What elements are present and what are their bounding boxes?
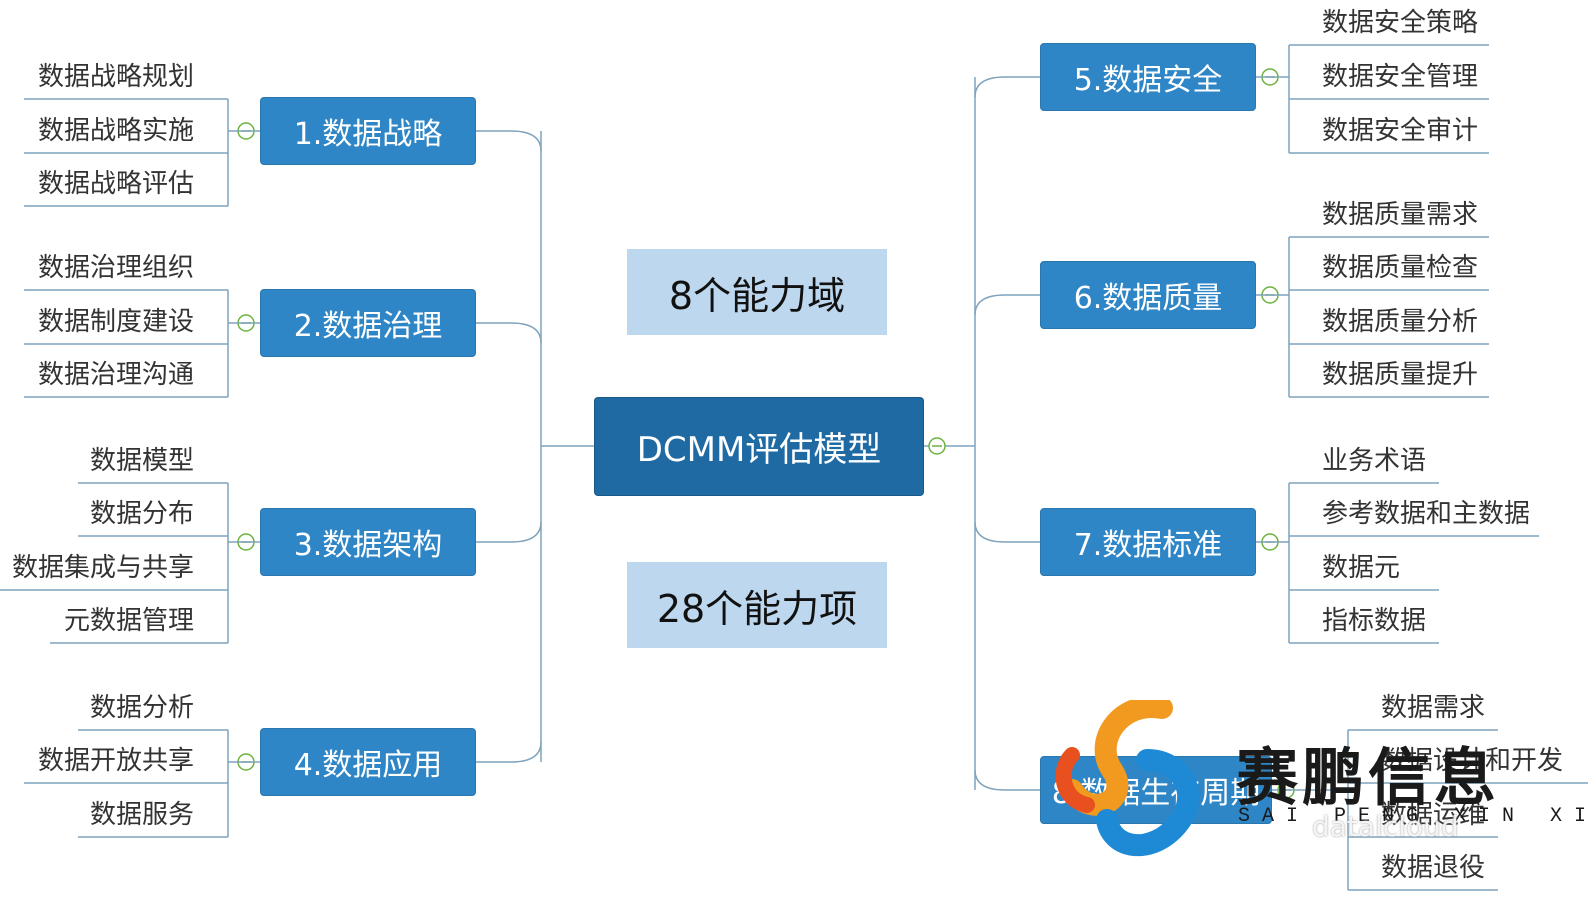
leaf-item-right-4-2[interactable]: 数据设计和开发 [1381,746,1564,776]
saipeng-logo-icon [1055,700,1200,857]
branch-node-left-2[interactable]: 2.数据治理 [260,289,476,357]
leaf-item-left-4-3[interactable]: 数据服务 [89,800,194,830]
leaf-item-right-3-4[interactable]: 指标数据 [1322,606,1427,636]
items-count-box: 28个能力项 [627,562,887,648]
leaf-item-right-3-1[interactable]: 业务术语 [1322,446,1427,476]
leaf-item-left-3-3[interactable]: 数据集成与共享 [11,553,194,583]
root-node[interactable]: DCMM评估模型 [594,397,924,496]
leaf-item-left-2-2[interactable]: 数据制度建设 [37,307,194,337]
leaf-item-right-1-3[interactable]: 数据安全审计 [1322,116,1479,146]
leaf-item-right-2-3[interactable]: 数据质量分析 [1322,307,1479,337]
branch-connector-left-4 [476,741,542,763]
leaf-item-left-2-3[interactable]: 数据治理沟通 [37,360,194,390]
brand-name: 赛鹏信息 [1236,741,1501,814]
branch-node-right-4[interactable]: 8.数据生存周期 [1040,756,1272,824]
leaf-item-left-3-1[interactable]: 数据模型 [89,446,194,476]
leaf-item-right-4-1[interactable]: 数据需求 [1381,693,1486,723]
leaf-item-right-2-4[interactable]: 数据质量提升 [1322,360,1479,390]
leaf-item-left-4-1[interactable]: 数据分析 [89,693,194,723]
brand-pinyin: SAI PENG XIN XI [1238,805,1591,828]
leaf-item-left-4-2[interactable]: 数据开放共享 [37,746,194,776]
leaf-item-right-4-3[interactable]: 数据运维 [1381,800,1486,830]
branch-node-right-3[interactable]: 7.数据标准 [1040,508,1256,576]
leaf-item-right-1-2[interactable]: 数据安全管理 [1322,62,1479,92]
branch-node-right-1[interactable]: 5.数据安全 [1040,43,1256,111]
branch-connector-right-4 [974,769,1040,791]
leaf-item-right-3-3[interactable]: 数据元 [1322,553,1401,583]
watermark-text: datalcloud [1312,810,1459,843]
branch-node-left-3[interactable]: 3.数据架构 [260,508,476,576]
leaf-item-right-1-1[interactable]: 数据安全策略 [1322,8,1479,38]
leaf-item-left-1-3[interactable]: 数据战略评估 [37,169,194,199]
leaf-item-left-1-2[interactable]: 数据战略实施 [37,116,194,146]
leaf-item-right-2-1[interactable]: 数据质量需求 [1322,200,1479,230]
branch-node-left-1[interactable]: 1.数据战略 [260,97,476,165]
branch-connector-left-3 [476,521,542,543]
leaf-item-right-4-4[interactable]: 数据退役 [1381,853,1486,883]
leaf-item-right-3-2[interactable]: 参考数据和主数据 [1322,499,1531,529]
leaf-item-right-2-2[interactable]: 数据质量检查 [1322,253,1479,283]
branch-node-left-4[interactable]: 4.数据应用 [260,728,476,796]
branch-node-right-2[interactable]: 6.数据质量 [1040,261,1256,329]
leaf-item-left-2-1[interactable]: 数据治理组织 [37,253,194,283]
domains-count-box: 8个能力域 [627,249,887,335]
branch-connector-right-2 [974,294,1040,316]
leaf-item-left-1-1[interactable]: 数据战略规划 [37,62,194,92]
branch-connector-left-1 [476,130,542,152]
leaf-item-left-3-4[interactable]: 元数据管理 [63,606,194,636]
branch-connector-right-1 [974,76,1040,98]
branch-connector-right-3 [974,521,1040,543]
branch-connector-left-2 [476,322,542,344]
leaf-item-left-3-2[interactable]: 数据分布 [89,499,194,529]
